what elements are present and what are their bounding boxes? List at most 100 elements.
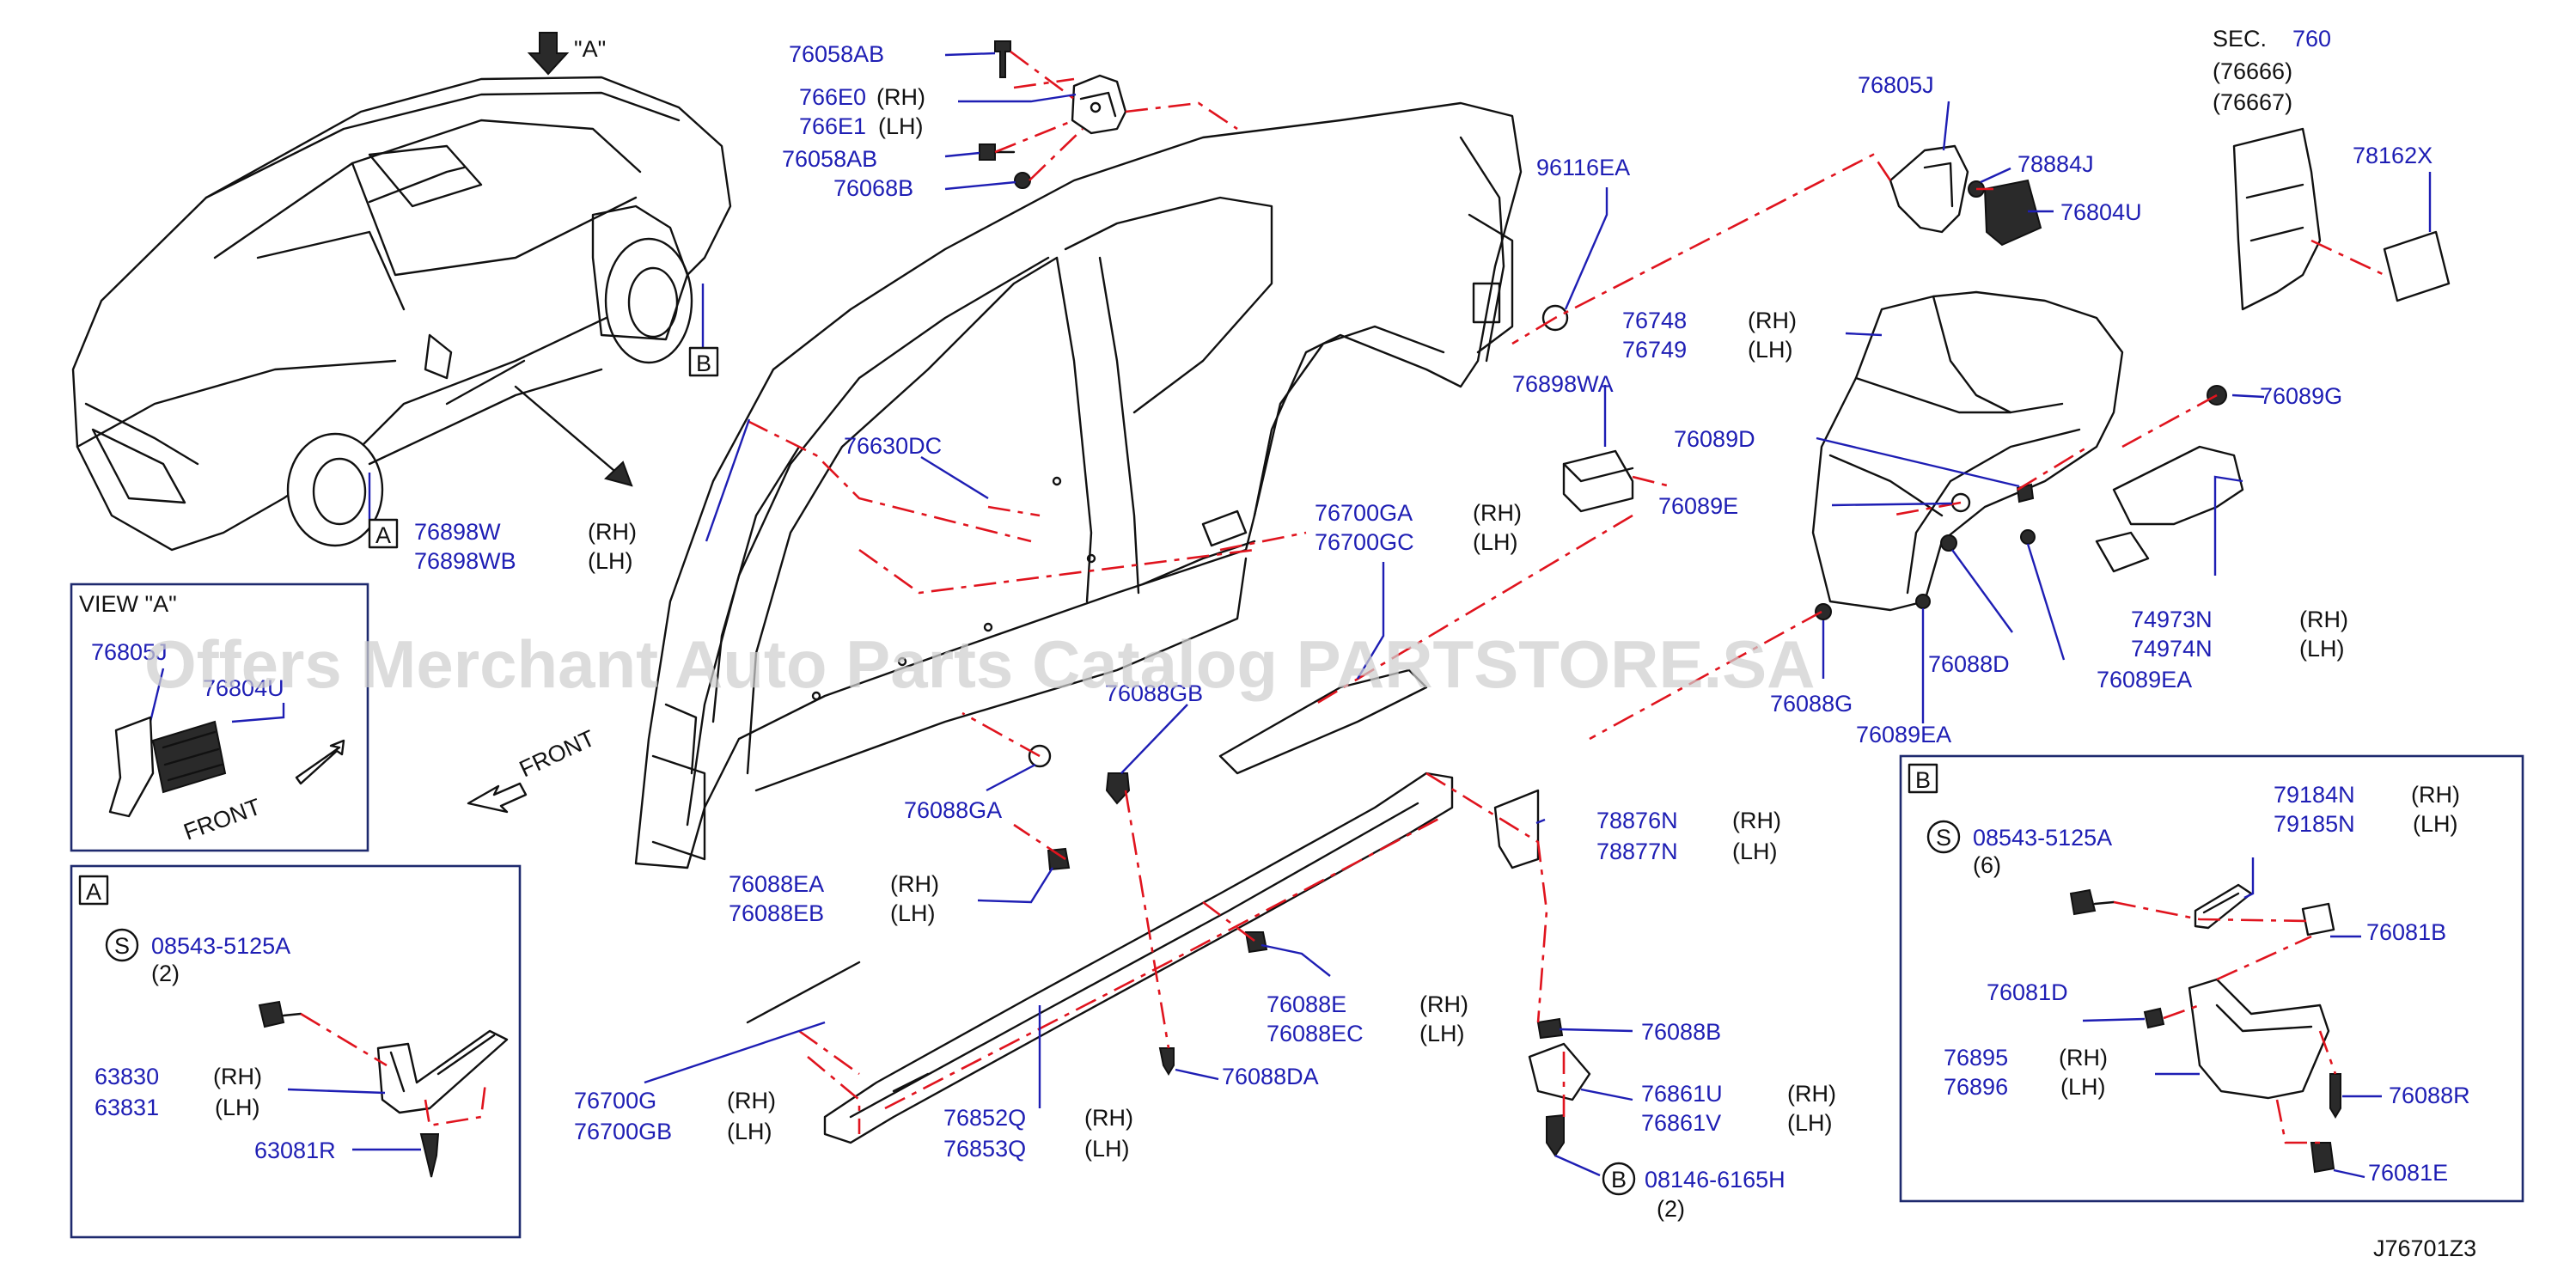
detail-a-part-63831[interactable]: 63831: [95, 1095, 159, 1120]
part-76089ea-r[interactable]: 76089EA: [2097, 667, 2192, 692]
screw-76088da-icon: [1158, 1047, 1175, 1076]
part-78162x[interactable]: 78162X: [2353, 143, 2433, 168]
detail-b-part-76895[interactable]: 76895: [1944, 1045, 2008, 1071]
label-76898wb-lh: (LH): [588, 548, 633, 574]
flap-76805j-drawing: [1889, 144, 2042, 247]
part-76088ga[interactable]: 76088GA: [904, 797, 1002, 823]
part-76852q[interactable]: 76852Q: [943, 1105, 1026, 1131]
part-76898w[interactable]: 76898W: [414, 519, 501, 545]
detail-b-label-76895-rh: (RH): [2059, 1045, 2108, 1071]
part-76748[interactable]: 76748: [1622, 308, 1687, 333]
detail-a-qty: (2): [151, 961, 180, 986]
clip-76089ea-l-icon: [1915, 594, 1931, 609]
part-78877n[interactable]: 78877N: [1596, 839, 1678, 864]
part-78876n[interactable]: 78876N: [1596, 808, 1678, 833]
part-76088da[interactable]: 76088DA: [1222, 1064, 1319, 1089]
detail-b-label-76896-lh: (LH): [2060, 1074, 2106, 1100]
drawing-code: J76701Z3: [2373, 1235, 2476, 1261]
part-74974n[interactable]: 74974N: [2131, 636, 2213, 662]
detail-b-part-08543[interactable]: 08543-5125A: [1973, 825, 2112, 851]
view-a-arrow-icon: [527, 32, 570, 76]
part-766e1[interactable]: 766E1: [799, 113, 866, 139]
assembly-centerlines: [747, 50, 2385, 1134]
part-76700g[interactable]: 76700G: [574, 1088, 656, 1113]
detail-b-ref: B: [1915, 767, 1931, 793]
bolt-76058ab-icon: [994, 40, 1011, 78]
view-a-part-76804u[interactable]: 76804U: [203, 675, 284, 701]
part-76088g[interactable]: 76088G: [1770, 691, 1853, 717]
detail-b-seal-79184n-icon: [2194, 883, 2253, 930]
label-74973n-rh: (RH): [2299, 607, 2348, 632]
part-74973n[interactable]: 74973N: [2131, 607, 2213, 632]
label-76853q-lh: (LH): [1084, 1136, 1130, 1162]
part-76089ea-l[interactable]: 76089EA: [1856, 722, 1951, 747]
detail-a-label-lh: (LH): [215, 1095, 260, 1120]
part-76700ga[interactable]: 76700GA: [1315, 500, 1413, 526]
part-76630dc[interactable]: 76630DC: [844, 433, 942, 459]
part-766e0[interactable]: 766E0: [799, 84, 866, 110]
label-78876n-rh: (RH): [1732, 808, 1781, 833]
sec-label: SEC.: [2213, 26, 2267, 52]
detail-a-part-63830[interactable]: 63830: [95, 1064, 159, 1089]
clip-76088d-icon: [1940, 534, 1957, 552]
part-76804u[interactable]: 76804U: [2060, 199, 2142, 225]
part-76861v[interactable]: 76861V: [1641, 1110, 1721, 1136]
leader-lines: [644, 52, 2432, 1177]
detail-a-part-63081r[interactable]: 63081R: [254, 1138, 336, 1163]
part-76898wa[interactable]: 76898WA: [1512, 371, 1614, 397]
part-96116ea[interactable]: 96116EA: [1536, 155, 1630, 180]
label-76861u-rh: (RH): [1787, 1081, 1836, 1107]
part-76749[interactable]: 76749: [1622, 337, 1687, 363]
detail-a-ref: A: [86, 879, 101, 905]
part-76853q[interactable]: 76853Q: [943, 1136, 1026, 1162]
sec-number[interactable]: 760: [2292, 26, 2331, 52]
detail-b-bolt-icon: [2069, 888, 2097, 916]
sec-760-panel-drawing: [2232, 127, 2451, 311]
detail-b-part-76081b[interactable]: 76081B: [2366, 919, 2446, 945]
label-76748-rh: (RH): [1748, 308, 1797, 333]
part-76088ea[interactable]: 76088EA: [729, 871, 824, 897]
part-76058ab-top[interactable]: 76058AB: [789, 41, 884, 67]
part-76805j[interactable]: 76805J: [1858, 72, 1934, 98]
part-78884j[interactable]: 78884J: [2017, 151, 2094, 177]
label-76088eb-lh: (LH): [890, 900, 936, 926]
part-76088ec[interactable]: 76088EC: [1267, 1021, 1364, 1046]
front-label-main: FRONT: [516, 725, 599, 782]
label-766e1-lh: (LH): [878, 113, 924, 139]
label-76861v-lh: (LH): [1787, 1110, 1833, 1136]
bolt-76058ab-mid-icon: [979, 143, 996, 161]
part-76058ab-mid[interactable]: 76058AB: [782, 146, 877, 172]
part-76088gb[interactable]: 76088GB: [1105, 680, 1203, 706]
part-76068b[interactable]: 76068B: [833, 175, 913, 201]
part-76088e[interactable]: 76088E: [1267, 991, 1346, 1017]
part-08146-6165h[interactable]: 08146-6165H: [1645, 1167, 1785, 1193]
detail-b-part-76081d[interactable]: 76081D: [1987, 979, 2068, 1005]
part-76898wb[interactable]: 76898WB: [414, 548, 516, 574]
detail-b-part-76081e[interactable]: 76081E: [2368, 1160, 2448, 1186]
part-76861u[interactable]: 76861U: [1641, 1081, 1723, 1107]
detail-a-label-rh: (RH): [213, 1064, 262, 1089]
detail-b-part-76896[interactable]: 76896: [1944, 1074, 2008, 1100]
part-76088eb[interactable]: 76088EB: [729, 900, 824, 926]
detail-a-clip-63081r-icon: [419, 1133, 440, 1178]
label-76898w-rh: (RH): [588, 519, 637, 545]
part-76089e[interactable]: 76089E: [1658, 493, 1738, 519]
label-76700ga-rh: (RH): [1473, 500, 1522, 526]
detail-b-part-79184n[interactable]: 79184N: [2274, 782, 2355, 808]
part-76700gb[interactable]: 76700GB: [574, 1119, 672, 1144]
part-76088b[interactable]: 76088B: [1641, 1019, 1721, 1045]
detail-a-part-08543[interactable]: 08543-5125A: [151, 933, 290, 959]
bracket-76861u-drawing: [1528, 1017, 1591, 1157]
part-76089g[interactable]: 76089G: [2260, 383, 2342, 409]
view-a-box: [70, 583, 369, 852]
part-76700gc[interactable]: 76700GC: [1315, 529, 1414, 555]
arrow-a-label: "A": [574, 36, 606, 62]
part-76089d[interactable]: 76089D: [1674, 426, 1755, 452]
detail-b-part-76088r[interactable]: 76088R: [2389, 1083, 2470, 1108]
detail-b-part-79185n[interactable]: 79185N: [2274, 811, 2355, 837]
view-a-part-76805j[interactable]: 76805J: [91, 639, 168, 665]
part-76088d[interactable]: 76088D: [1928, 651, 2010, 677]
label-78877n-lh: (LH): [1732, 839, 1778, 864]
detail-b-screw-76081d-icon: [2143, 1007, 2165, 1029]
view-a-front-arrow-icon: [295, 739, 345, 785]
